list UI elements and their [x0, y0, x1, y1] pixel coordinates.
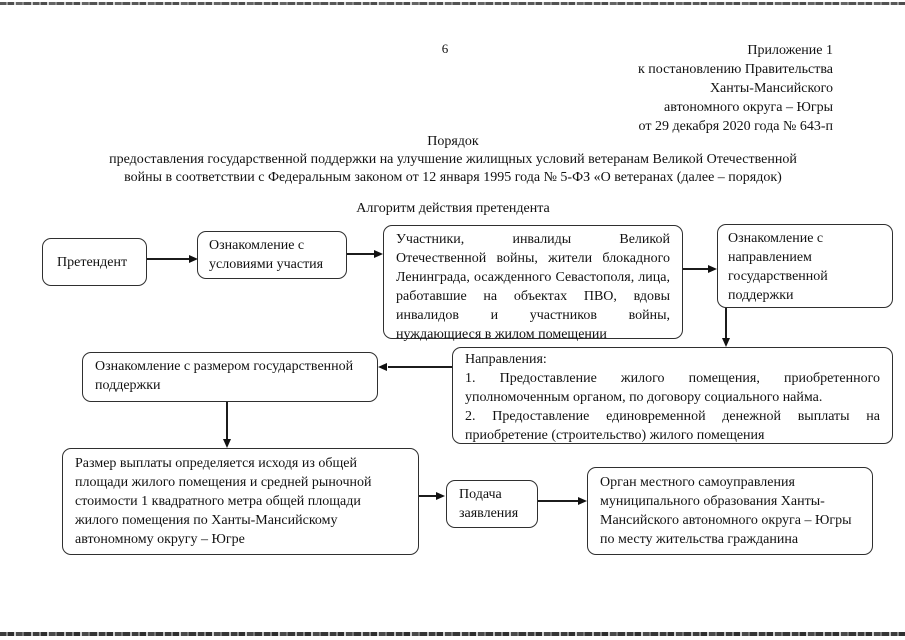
flowchart-box-terms: Ознакомление с условиями участия: [197, 231, 347, 279]
flowchart-box-label: Размер выплаты определяется исходя из об…: [75, 456, 372, 547]
flowchart-box-participants: Участники, инвалиды Великой Отечественно…: [383, 225, 683, 342]
flowchart-box-authority: Орган местного самоуправления муниципаль…: [587, 467, 873, 555]
flowchart-box-direction-info: Ознакомление с направлением государствен…: [717, 224, 893, 308]
flowchart-box-application: Подача заявления: [446, 480, 538, 528]
appendix-header-line: Ханты-Мансийского: [709, 81, 833, 96]
flowchart-title: Алгоритм действия претендента: [356, 201, 550, 216]
flowchart-box-label: Орган местного самоуправления муниципаль…: [600, 475, 852, 547]
flowchart-box-pretendent: Претендент: [42, 238, 147, 286]
flowchart-box-amount-rule: Размер выплаты определяется исходя из об…: [62, 448, 419, 555]
scan-edge-top: [0, 2, 905, 5]
flowchart-box-directions: Направления: 1. Предоставление жилого по…: [452, 347, 893, 444]
flowchart-box-label: Подача заявления: [459, 487, 519, 521]
flowchart-box-label: Ознакомление с направлением государствен…: [728, 231, 828, 303]
page-number: 6: [441, 41, 449, 56]
appendix-header-line: к постановлению Правительства: [637, 62, 833, 77]
directions-heading: Направления:: [465, 352, 547, 367]
directions-item-1: 1. Предоставление жилого помещения, прио…: [465, 371, 880, 405]
scan-edge-bottom: [0, 632, 905, 636]
document-title: Порядок предоставления государственной п…: [57, 133, 849, 187]
appendix-header-line: от 29 декабря 2020 года № 643-п: [638, 119, 833, 134]
document-title-line: предоставления государственной поддержки…: [109, 152, 797, 167]
flowchart-box-amount-info: Ознакомление с размером государственной …: [82, 352, 378, 402]
directions-item-2: 2. Предоставление единовременной денежно…: [465, 409, 880, 443]
appendix-header: Приложение 1 к постановлению Правительст…: [500, 41, 833, 136]
document-title-line: Порядок: [427, 134, 479, 149]
appendix-header-line: Приложение 1: [747, 43, 833, 58]
appendix-header-line: автономного округа – Югры: [664, 100, 833, 115]
flowchart-box-label: Участники, инвалиды Великой Отечественно…: [396, 232, 670, 342]
flowchart-box-label: Претендент: [57, 254, 128, 270]
flowchart-box-label: Ознакомление с условиями участия: [209, 238, 324, 272]
document-title-line: войны в соответствии с Федеральным закон…: [124, 170, 782, 185]
flowchart-box-label: Ознакомление с размером государственной …: [95, 359, 354, 393]
